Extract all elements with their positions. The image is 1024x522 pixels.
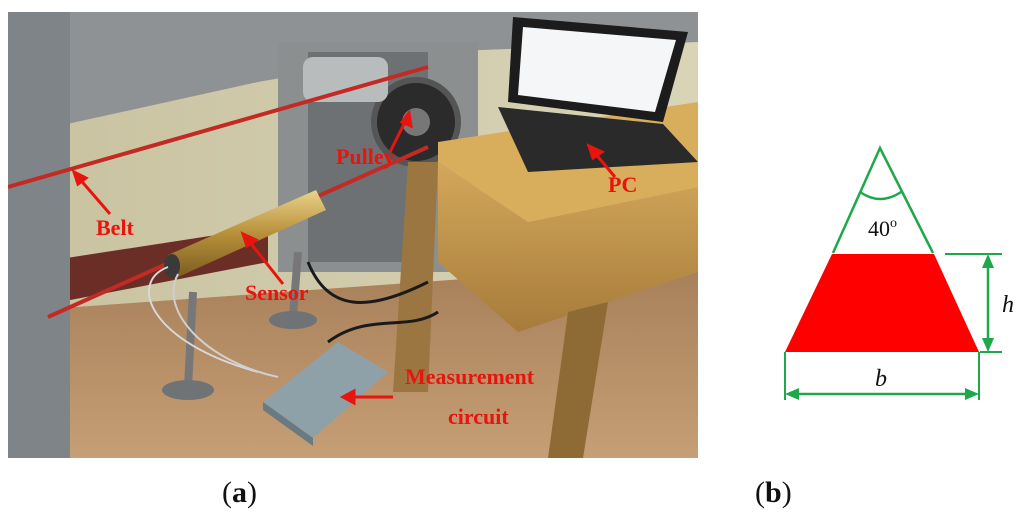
angle-label: 40o	[868, 216, 897, 241]
sensor-body	[168, 190, 326, 277]
desk-leg	[548, 302, 608, 458]
belt-upper	[8, 65, 429, 189]
measurement-box	[263, 342, 388, 438]
desk-front	[438, 162, 698, 332]
laptop-keyboard	[498, 107, 698, 172]
experimental-setup-photo: Belt Pulley PC Sensor Measurement circui…	[8, 12, 698, 458]
label-measurement: Measurement	[405, 364, 535, 389]
angle-arc	[859, 190, 902, 201]
label-belt: Belt	[96, 215, 135, 240]
apex-outline	[831, 145, 935, 254]
caption-a: (a)	[222, 476, 257, 509]
label-pulley: Pulley	[336, 144, 395, 169]
label-circuit: circuit	[448, 404, 509, 429]
machine-left-leg	[8, 12, 70, 458]
label-sensor: Sensor	[245, 280, 309, 305]
trapezoid-section	[785, 254, 979, 352]
annotation-arrows	[71, 109, 617, 406]
label-pc: PC	[608, 172, 637, 197]
height-label: h	[1002, 292, 1014, 318]
belt-cross-section-diagram: 40o h b	[784, 145, 1014, 400]
base-label: b	[875, 366, 887, 392]
caption-b: (b)	[755, 476, 792, 509]
